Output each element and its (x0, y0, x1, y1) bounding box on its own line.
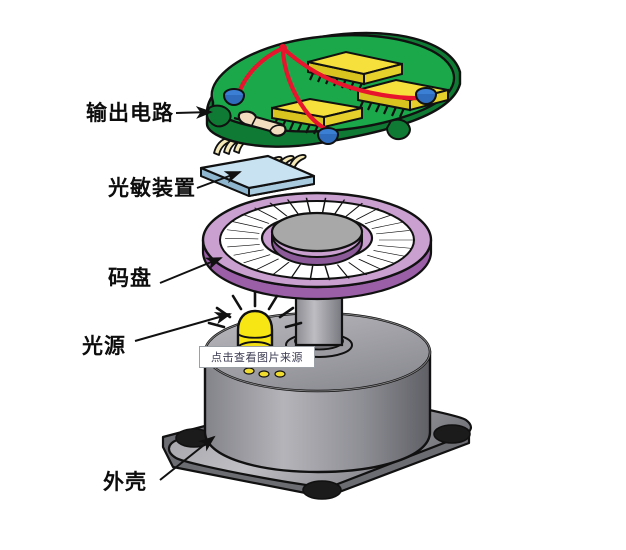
mounting-hole (433, 424, 471, 444)
label-photo-sensor: 光敏装置 (108, 176, 196, 200)
leader-light-source (134, 311, 232, 342)
terminal (415, 87, 437, 106)
leader-code-disk (159, 257, 223, 284)
leader-housing (159, 435, 216, 481)
housing-contacts (243, 367, 286, 378)
resistor (233, 110, 287, 137)
label-housing: 外壳 (103, 470, 147, 494)
housing-component (161, 311, 472, 500)
terminal (317, 127, 339, 146)
mounting-hole (302, 480, 342, 500)
code-disk-component (201, 191, 433, 301)
label-code-disk: 码盘 (108, 266, 152, 290)
wire-harness (237, 45, 426, 133)
leader-lines (134, 106, 242, 481)
label-output-circuit: 输出电路 (86, 101, 174, 125)
image-source-tooltip[interactable]: 点击查看图片来源 (199, 346, 315, 368)
pcb-component (205, 31, 462, 148)
label-light-source: 光源 (82, 334, 126, 358)
leader-output-circuit (175, 106, 213, 119)
terminal (223, 88, 245, 107)
disk-slots (225, 197, 414, 281)
leader-photo-sensor (196, 171, 242, 189)
